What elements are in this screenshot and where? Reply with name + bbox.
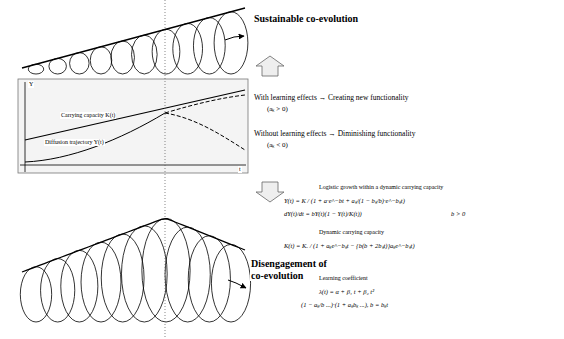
trajectory-curve	[25, 113, 165, 162]
loop	[28, 64, 43, 74]
loop	[152, 29, 180, 74]
equation: K(t) = Kᵣ / (1 + aₖe^−bₖt − {b(b + 2bₖt)…	[283, 242, 416, 249]
figure-title: Sustainable co-evolution	[253, 13, 359, 25]
loop	[165, 227, 210, 322]
loop	[61, 250, 98, 322]
equation: λ(t) = α + β₁ t + β₂ t²	[318, 288, 375, 295]
dotted-divider	[165, 0, 166, 339]
loop	[20, 267, 51, 322]
equation: Y(t) = K / (1 + a·e^−bt + aₖ/(1 − bₖ/b)·…	[283, 197, 406, 204]
equation-heading: Dynamic carrying capacity	[318, 229, 385, 236]
spiral-figure	[22, 8, 248, 74]
loop	[49, 58, 66, 74]
loop	[41, 259, 75, 322]
loop	[132, 35, 158, 74]
loop	[70, 53, 89, 74]
spiral-figure	[20, 218, 250, 322]
note: Without learning effects → Diminishing f…	[253, 130, 416, 139]
capacity-line	[25, 90, 245, 140]
up-arrow	[256, 56, 284, 76]
curve-label: Diffusion trajectory Y(t)	[44, 139, 105, 146]
loop	[101, 234, 144, 322]
axis-label: Y	[28, 81, 34, 88]
x-axis	[20, 165, 246, 166]
loop	[188, 236, 230, 322]
equation: b > 0	[450, 210, 466, 217]
note: With learning effects → Creating new fun…	[253, 94, 410, 103]
loop	[211, 244, 250, 322]
loop	[111, 41, 135, 74]
condition: (aₖ > 0)	[266, 105, 289, 113]
loop	[142, 218, 190, 322]
loop	[214, 12, 248, 74]
down-arrow	[256, 182, 284, 202]
envelope-line	[22, 219, 245, 272]
trajectory-dashed	[165, 95, 245, 113]
direction-arrow	[225, 36, 244, 40]
direction-arrow	[228, 280, 246, 288]
chart-frame	[18, 79, 248, 173]
curve-label: Carrying capacity K(t)	[60, 112, 116, 119]
loop	[193, 18, 225, 74]
condition: (aₖ < 0)	[266, 141, 289, 149]
y-axis	[25, 82, 26, 172]
equation-heading: Learning coefficient	[318, 275, 369, 282]
loop	[90, 47, 112, 74]
trajectory-dashed	[165, 113, 245, 150]
axis-label: t	[238, 166, 242, 173]
equation-heading: Logistic growth within a dynamic carryin…	[318, 184, 444, 191]
equation: dY(t)/dt = bY(t)(1 − Y(t)/K(t))	[283, 210, 363, 217]
loop	[121, 226, 167, 322]
equation: (1 − aₖ/b ...)·(1 + aₖbₖ ...), b = bₖt	[300, 301, 389, 308]
